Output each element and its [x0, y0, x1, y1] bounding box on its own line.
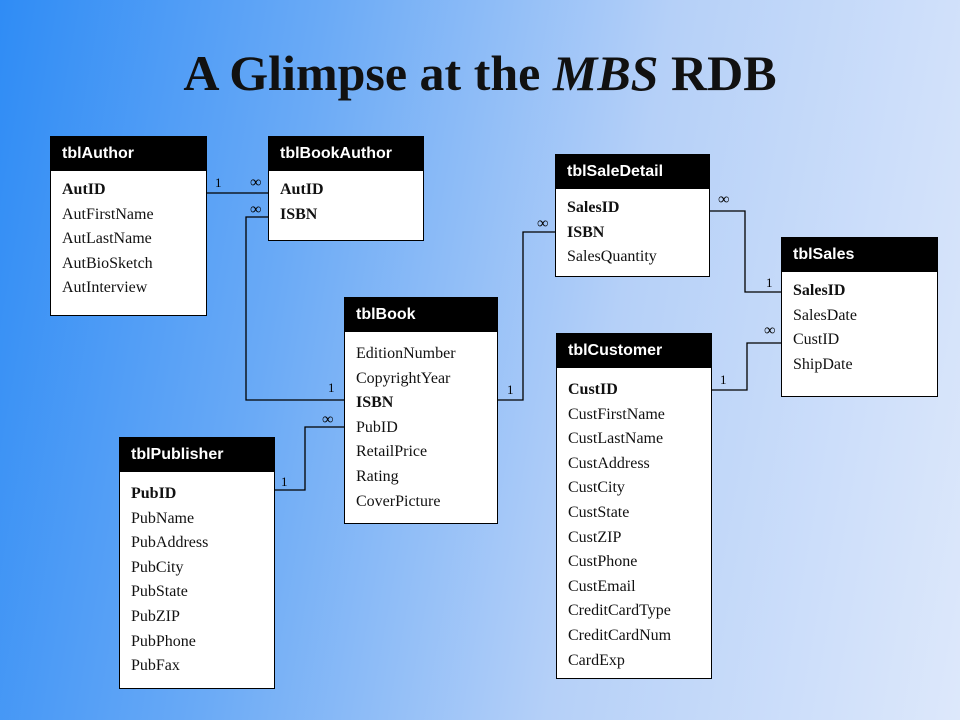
field-item: PubZIP — [131, 607, 180, 625]
field-item: AutFirstName — [62, 205, 154, 223]
field-item: CoverPicture — [356, 492, 441, 510]
field-item: PubID — [131, 485, 177, 502]
field-item: PubState — [131, 583, 188, 601]
field-list: SalesID ISBN SalesQuantity — [556, 189, 709, 270]
card-saledetail-many-b: ∞ — [718, 191, 730, 208]
table-tblpublisher: tblPublisher PubID PubName PubAddress Pu… — [119, 437, 275, 689]
card-author-one: 1 — [215, 175, 222, 190]
field-item: AutLastName — [62, 230, 152, 248]
field-item: EditionNumber — [356, 345, 456, 362]
field-item: CustID — [793, 331, 840, 349]
field-item: SalesDate — [793, 306, 857, 324]
field-list: EditionNumber CopyrightYear ISBN PubID R… — [345, 332, 497, 514]
field-item: CustLastName — [568, 430, 664, 448]
field-list: AutID AutFirstName AutLastName AutBioSke… — [51, 171, 206, 301]
field-item: CustZIP — [568, 528, 622, 546]
rel-customer-sales — [712, 342, 781, 391]
field-item: CustState — [568, 503, 630, 521]
card-customer-one: 1 — [720, 372, 727, 387]
card-saledetail-many-a: ∞ — [537, 215, 549, 232]
field-list: SalesID SalesDate CustID ShipDate — [782, 272, 937, 377]
table-header: tblSales — [782, 238, 937, 272]
field-item: CardExp — [568, 651, 625, 669]
table-header: tblBookAuthor — [269, 137, 423, 171]
rel-bookauthor-book — [245, 216, 344, 401]
title-prefix: A Glimpse at the — [183, 45, 553, 101]
field-item: AutBioSketch — [62, 254, 153, 272]
field-item: CustAddress — [568, 454, 650, 472]
field-item: PubAddress — [131, 534, 209, 552]
card-book-one-b: 1 — [507, 382, 514, 397]
field-item: PubName — [131, 509, 195, 527]
card-bookauthor-many-a: ∞ — [250, 174, 262, 191]
card-bookauthor-many-b: ∞ — [250, 201, 262, 218]
card-sales-one: 1 — [766, 275, 773, 290]
field-item: ISBN — [567, 223, 605, 241]
field-list: AutID ISBN — [269, 171, 423, 227]
field-list: PubID PubName PubAddress PubCity PubStat… — [120, 472, 274, 679]
table-header: tblSaleDetail — [556, 155, 709, 189]
field-item: CustFirstName — [568, 405, 665, 423]
field-item: SalesQuantity — [567, 248, 657, 266]
table-tblbook: tblBook EditionNumber CopyrightYear ISBN… — [344, 297, 498, 524]
field-item: AutInterview — [62, 279, 148, 297]
table-tblauthor: tblAuthor AutID AutFirstName AutLastName… — [50, 136, 207, 316]
rel-saledetail-sales — [710, 210, 781, 293]
field-item: CustCity — [568, 479, 625, 497]
field-item: ISBN — [280, 205, 318, 223]
rel-publisher-book — [275, 426, 344, 491]
table-tblsaledetail: tblSaleDetail SalesID ISBN SalesQuantity — [555, 154, 710, 277]
field-item: PubPhone — [131, 632, 196, 650]
slide-title: A Glimpse at the MBS RDB — [0, 44, 960, 102]
field-item: PubID — [356, 418, 398, 436]
table-header: tblBook — [345, 298, 497, 332]
table-tblsales: tblSales SalesID SalesDate CustID ShipDa… — [781, 237, 938, 397]
field-item: PubFax — [131, 657, 180, 675]
field-item: PubCity — [131, 558, 184, 576]
field-item: CustID — [568, 381, 618, 398]
card-publisher-one: 1 — [281, 474, 288, 489]
card-book-many: ∞ — [322, 411, 334, 428]
table-header: tblCustomer — [557, 334, 711, 368]
table-tblbookauthor: tblBookAuthor AutID ISBN — [268, 136, 424, 241]
field-item: Rating — [356, 467, 399, 485]
field-item: CustEmail — [568, 577, 636, 595]
field-item: CreditCardType — [568, 602, 671, 620]
field-item: ISBN — [356, 394, 394, 412]
field-item: SalesID — [567, 199, 620, 216]
card-sales-many: ∞ — [764, 322, 776, 339]
rel-book-saledetail — [498, 231, 555, 401]
field-item: AutID — [280, 181, 324, 198]
title-emphasis: MBS — [552, 45, 659, 101]
field-item: CreditCardNum — [568, 626, 672, 644]
field-item: RetailPrice — [356, 443, 428, 461]
field-list: CustID CustFirstName CustLastName CustAd… — [557, 368, 711, 673]
table-header: tblAuthor — [51, 137, 206, 171]
table-header: tblPublisher — [120, 438, 274, 472]
field-item: SalesID — [793, 282, 846, 299]
field-item: CustPhone — [568, 553, 638, 571]
field-item: ShipDate — [793, 355, 853, 373]
title-suffix: RDB — [658, 45, 777, 101]
field-item: CopyrightYear — [356, 369, 451, 387]
field-item: AutID — [62, 181, 106, 198]
table-tblcustomer: tblCustomer CustID CustFirstName CustLas… — [556, 333, 712, 679]
card-book-one-a: 1 — [328, 380, 335, 395]
